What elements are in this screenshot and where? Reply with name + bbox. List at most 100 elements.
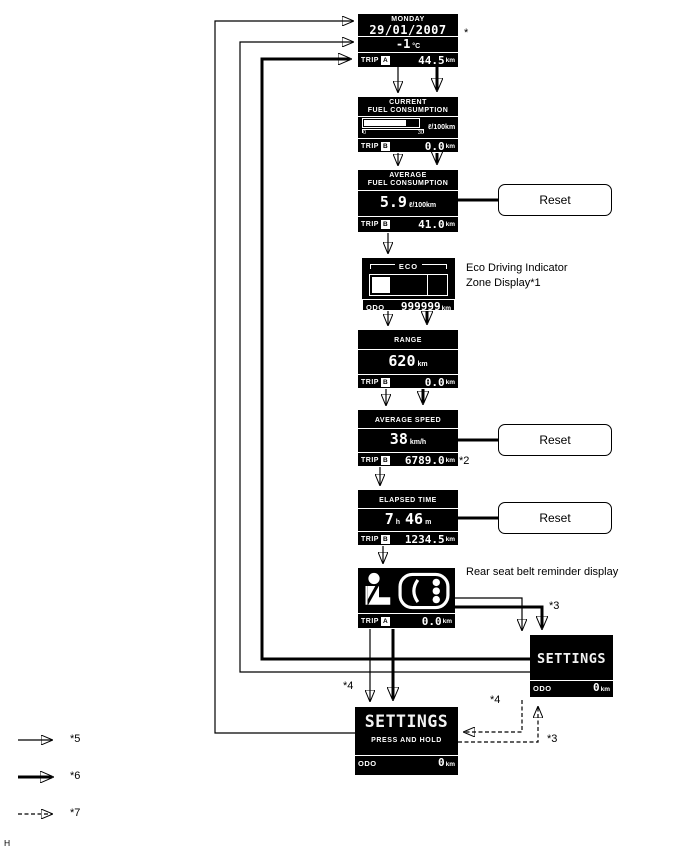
trip-register-badge: B	[380, 377, 390, 387]
eco-zone-divider	[426, 275, 429, 295]
odo-unit: km	[445, 761, 455, 768]
elapsed-hours: 7	[384, 510, 394, 528]
screen-settings-side: SETTINGS ODO 0 km	[530, 635, 613, 697]
legend-label-thick: *6	[70, 770, 81, 782]
trip-value: 0.0	[421, 614, 442, 628]
trip-value: 6789.0	[404, 453, 445, 466]
return-line-settings-side-to-clock-thin	[239, 42, 530, 673]
reset-button-average-speed: Reset	[498, 424, 612, 456]
trip-label: TRIP	[361, 142, 379, 150]
average-fuel-title: AVERAGE FUEL CONSUMPTION	[358, 170, 458, 190]
trip-register-badge: A	[380, 616, 390, 626]
range-unit: km	[417, 361, 428, 368]
trip-unit: km	[445, 456, 455, 464]
settings-main-odometer-row: ODO 0 km	[355, 755, 458, 770]
trip-label: TRIP	[361, 220, 379, 228]
trip-value: 41.0	[418, 217, 445, 231]
arrow-seatbelt-to-settings-side-thin	[455, 597, 522, 630]
trip-register-badge: B	[380, 219, 390, 229]
seatbelt-trip-row: TRIP A 0.0 km	[358, 613, 455, 628]
legend-label-dashed: *7	[70, 807, 81, 819]
clock-date-row: MONDAY 29/01/2007	[358, 14, 458, 36]
elapsed-time-title: ELAPSED TIME	[379, 497, 437, 504]
eco-zone-gauge	[369, 274, 448, 296]
temperature-unit: °C	[412, 43, 421, 50]
fuel-consumption-gauge: 0 30 ℓ/100km	[358, 116, 458, 138]
screen-current-fuel: CURRENT FUEL CONSUMPTION 0 30 ℓ/100km TR…	[358, 97, 458, 152]
footnote-star: *	[464, 27, 469, 39]
trip-unit: km	[445, 142, 455, 150]
screen-clock: MONDAY 29/01/2007 -1 °C TRIP A 44.5 km	[358, 14, 458, 67]
fuel-gauge-scale: 0 30	[362, 129, 424, 137]
trip-unit: km	[445, 220, 455, 228]
footnote-star3-bottom: *3	[547, 733, 558, 745]
average-speed-trip-row: TRIP B 6789.0 km	[358, 452, 458, 466]
screen-average-speed: AVERAGE SPEED 38 km/h TRIP B 6789.0 km	[358, 410, 458, 466]
eco-odometer-row: ODO 999999 km	[362, 299, 455, 310]
screen-elapsed-time: ELAPSED TIME 7 h 46 m TRIP B 1234.5 km	[358, 490, 458, 545]
odo-unit: km	[600, 686, 610, 693]
fuel-scale-min: 0	[363, 130, 367, 136]
trip-unit: km	[445, 378, 455, 386]
range-value-row: 620 km	[358, 349, 458, 374]
car-overhead-rear-seats-icon	[398, 572, 450, 609]
trip-value: 0.0	[424, 139, 445, 152]
odo-label: ODO	[533, 684, 552, 693]
trip-label: TRIP	[361, 456, 379, 464]
odo-label: ODO	[366, 303, 385, 310]
elapsed-minutes-unit: m	[425, 519, 432, 526]
clock-temperature-row: -1 °C	[358, 36, 458, 52]
fuel-gauge-fill	[364, 120, 406, 126]
average-speed-title: AVERAGE SPEED	[374, 417, 442, 424]
fuel-gauge-bar	[362, 118, 420, 128]
elapsed-time-trip-row: TRIP B 1234.5 km	[358, 531, 458, 545]
trip-register-badge: B	[380, 455, 390, 465]
trip-register-badge: B	[380, 534, 390, 544]
page-footer-mark: H	[4, 838, 11, 848]
odo-value: 0	[437, 756, 445, 769]
trip-unit: km	[442, 617, 452, 625]
screen-eco: ECO ODO 999999 km	[362, 258, 455, 310]
trip-value: 1234.5	[404, 532, 445, 545]
fuel-scale-max: 30	[417, 130, 424, 136]
average-speed-unit: km/h	[409, 439, 427, 446]
settings-main-title: SETTINGS	[364, 712, 449, 731]
temperature-value: -1	[395, 37, 411, 51]
eco-annotation-line1: Eco Driving Indicator	[466, 262, 568, 274]
return-line-settings-main-to-clock	[214, 21, 355, 734]
dashed-settings-main-to-settings-side	[458, 707, 538, 743]
odo-value: 999999	[400, 300, 441, 310]
trip-unit: km	[445, 535, 455, 543]
trip-label: TRIP	[361, 617, 379, 625]
arrow-seatbelt-to-settings-side-thick	[455, 605, 542, 628]
eco-header: ECO	[362, 258, 455, 271]
elapsed-time-value-row: 7 h 46 m	[358, 508, 458, 531]
odo-label: ODO	[358, 759, 377, 768]
screen-average-fuel: AVERAGE FUEL CONSUMPTION 5.9 ℓ/100km TRI…	[358, 170, 458, 232]
trip-value: 44.5	[418, 53, 445, 67]
settings-side-odometer-row: ODO 0 km	[530, 680, 613, 695]
screen-range: RANGE 620 km TRIP B 0.0 km	[358, 330, 458, 388]
eco-zone-fill	[372, 277, 390, 293]
average-fuel-value: 5.9	[379, 193, 407, 211]
fuel-gauge-unit: ℓ/100km	[428, 124, 456, 131]
reset-button-average-fuel: Reset	[498, 184, 612, 216]
clock-day-label: MONDAY	[391, 16, 425, 23]
return-line-settings-side-to-clock-thick	[260, 59, 530, 661]
trip-label: TRIP	[361, 535, 379, 543]
trip-register-badge: B	[380, 141, 390, 151]
elapsed-hours-unit: h	[395, 519, 400, 526]
screen-settings-main: SETTINGS PRESS AND HOLD ODO 0 km	[355, 707, 458, 775]
fuel-gauge-bar-group: 0 30	[362, 118, 426, 137]
odo-value: 0	[592, 681, 600, 694]
screen-seatbelt-reminder: TRIP A 0.0 km	[358, 568, 455, 628]
settings-main-subtitle: PRESS AND HOLD	[371, 737, 442, 744]
eco-header-line-right	[422, 264, 448, 269]
clock-trip-row: TRIP A 44.5 km	[358, 52, 458, 67]
eco-annotation-line2: Zone Display*1	[466, 277, 541, 289]
trip-label: TRIP	[361, 378, 379, 386]
average-fuel-trip-row: TRIP B 41.0 km	[358, 216, 458, 231]
trip-value: 0.0	[424, 375, 445, 388]
